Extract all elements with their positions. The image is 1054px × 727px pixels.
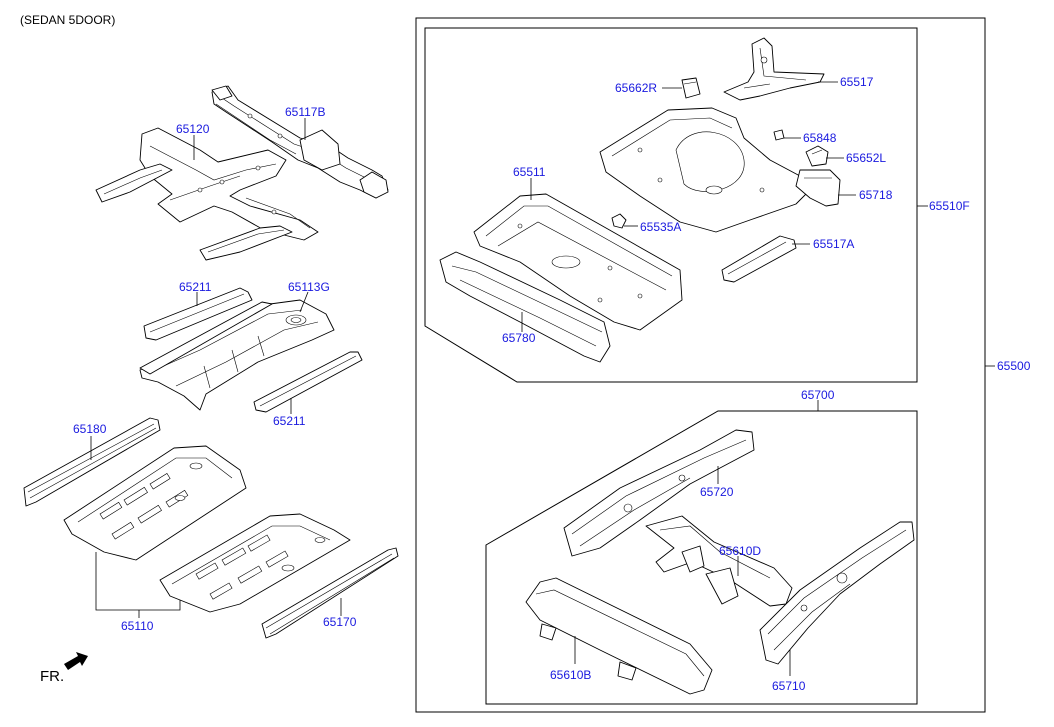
label-65780[interactable]: 65780 (502, 331, 536, 345)
front-direction-arrow-icon (64, 652, 88, 670)
label-65211-upper[interactable]: 65211 (179, 280, 212, 294)
variant-header: (SEDAN 5DOOR) (20, 13, 115, 27)
group-frame-65500 (415, 17, 986, 713)
label-65720[interactable]: 65720 (700, 485, 734, 499)
label-65848[interactable]: 65848 (803, 131, 837, 145)
group-frame-65510F (424, 27, 918, 383)
label-65110[interactable]: 65110 (121, 619, 154, 633)
label-65610D[interactable]: 65610D (719, 544, 761, 558)
part-65652L[interactable] (805, 145, 829, 167)
part-65120[interactable] (95, 127, 319, 261)
label-65535A[interactable]: 65535A (640, 220, 681, 234)
label-65180[interactable]: 65180 (73, 422, 107, 436)
label-65710[interactable]: 65710 (772, 679, 806, 693)
label-65511[interactable]: 65511 (513, 165, 546, 179)
label-65517[interactable]: 65517 (840, 75, 874, 89)
part-65110-front-floor[interactable] (63, 445, 247, 561)
part-65211-upper[interactable] (143, 287, 253, 341)
part-65662R[interactable] (681, 77, 701, 99)
part-65117B[interactable] (211, 85, 389, 199)
leader-65110 (95, 552, 181, 611)
part-65517A[interactable] (721, 235, 797, 283)
part-65211-lower[interactable] (253, 351, 363, 413)
label-65170[interactable]: 65170 (323, 615, 357, 629)
part-65720[interactable] (563, 429, 755, 557)
label-65500[interactable]: 65500 (997, 359, 1031, 373)
label-65517A[interactable]: 65517A (813, 237, 854, 251)
part-65780[interactable] (439, 251, 611, 363)
part-65110-rear-floor[interactable] (159, 513, 351, 613)
part-65710[interactable] (759, 521, 915, 665)
front-direction-label: FR. (40, 668, 64, 685)
part-rear-floor-pan[interactable] (599, 107, 813, 233)
label-65211-lower[interactable]: 65211 (273, 414, 306, 428)
label-65610B[interactable]: 65610B (550, 668, 591, 682)
part-65848[interactable] (773, 129, 785, 141)
label-65700[interactable]: 65700 (801, 388, 835, 402)
part-65113G[interactable] (139, 299, 335, 411)
part-65718[interactable] (795, 169, 841, 207)
part-65610D[interactable] (645, 515, 793, 607)
label-65117B[interactable]: 65117B (285, 105, 325, 119)
leader-65113G (299, 291, 309, 313)
group-frame-65700 (485, 410, 918, 705)
label-65652L[interactable]: 65652L (846, 151, 886, 165)
part-65170[interactable] (261, 547, 399, 639)
part-65610B[interactable] (525, 577, 713, 695)
label-65120[interactable]: 65120 (176, 122, 210, 136)
part-65511[interactable] (473, 193, 683, 331)
label-65113G[interactable]: 65113G (288, 280, 330, 294)
part-65517[interactable] (723, 37, 825, 101)
label-65510F[interactable]: 65510F (929, 199, 970, 213)
part-65535A[interactable] (611, 213, 627, 229)
label-65662R[interactable]: 65662R (615, 81, 657, 95)
label-65718[interactable]: 65718 (859, 188, 893, 202)
